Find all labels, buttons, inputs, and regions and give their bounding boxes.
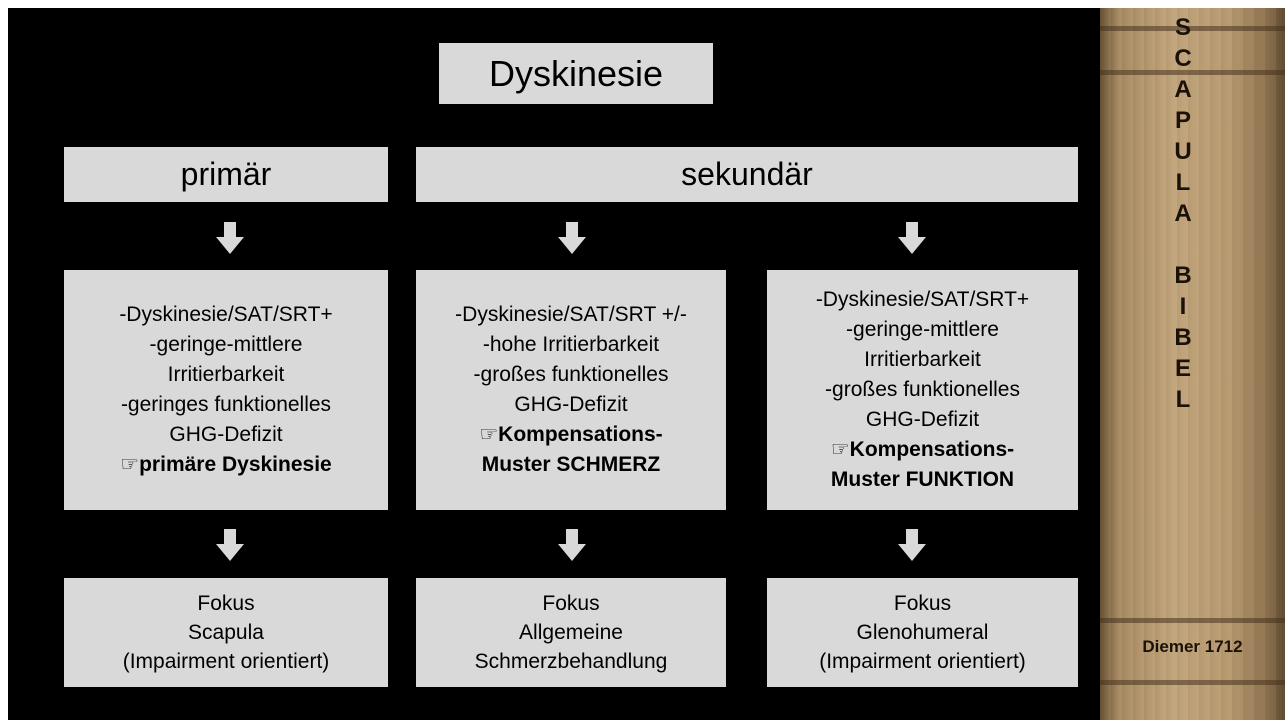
spine-letter: L (1175, 386, 1191, 413)
criteria-line: -Dyskinesie/SAT/SRT+ (119, 303, 333, 326)
criteria-line: GHG-Defizit (514, 393, 628, 416)
down-arrow-icon (216, 222, 244, 254)
spine-letter: A (1174, 76, 1192, 103)
criteria-line: GHG-Defizit (169, 423, 283, 446)
spine-band (1100, 70, 1285, 75)
spine-letter: E (1174, 355, 1191, 382)
spine-letter: P (1174, 107, 1191, 134)
spine-letter: B (1174, 262, 1192, 289)
focus-line: Scapula (188, 621, 264, 644)
spine-letter: B (1174, 324, 1192, 351)
book-spine-image: S C A P U L A B I B E L Diemer 1712 (1100, 8, 1285, 720)
primary-criteria-box: -Dyskinesie/SAT/SRT+ -geringe-mittlere I… (64, 270, 388, 510)
criteria-line: -Dyskinesie/SAT/SRT+ (815, 288, 1030, 311)
pain-compensation-criteria-box: -Dyskinesie/SAT/SRT +/- -hohe Irritierba… (416, 270, 726, 510)
primary-branch-box: primär (64, 147, 388, 202)
primary-branch-label: primär (180, 156, 272, 192)
criteria-line: -Dyskinesie/SAT/SRT +/- (455, 303, 687, 326)
spine-letter: I (1179, 293, 1187, 320)
spine-letter: S (1174, 14, 1191, 41)
criteria-line: GHG-Defizit (865, 408, 980, 431)
criteria-conclusion: ☞Kompensations-Muster FUNKTION (830, 438, 1015, 491)
down-arrow-icon (558, 529, 586, 561)
spine-letter: U (1174, 138, 1192, 165)
focus-line: Glenohumeral (856, 621, 989, 644)
criteria-line: Irritierbarkeit (864, 348, 981, 371)
focus-line: Allgemeine (519, 621, 623, 644)
down-arrow-icon (558, 222, 586, 254)
spine-band (1100, 26, 1285, 31)
spine-title: S C A P U L A B I B E L (1148, 12, 1218, 415)
criteria-line: -hohe Irritierbarkeit (482, 333, 660, 356)
title-box: Dyskinesie (439, 43, 713, 104)
primary-focus-box: Fokus Scapula (Impairment orientiert) (64, 578, 388, 687)
spine-band (1100, 680, 1285, 685)
criteria-line: -geringe-mittlere (846, 318, 999, 341)
pain-focus-box: Fokus Allgemeine Schmerzbehandlung (416, 578, 726, 687)
spine-letter: A (1174, 200, 1192, 227)
spine-letter: L (1175, 169, 1191, 196)
focus-line: Schmerzbehandlung (474, 650, 668, 673)
secondary-branch-box: sekundär (416, 147, 1078, 202)
criteria-line: -großes funktionelles (825, 378, 1020, 401)
focus-line: Fokus (542, 592, 600, 615)
criteria-line: -großes funktionelles (473, 363, 669, 386)
down-arrow-icon (898, 529, 926, 561)
focus-line: (Impairment orientiert) (122, 650, 330, 673)
spine-letter: C (1174, 45, 1192, 72)
spine-credit: Diemer 1712 (1142, 637, 1243, 656)
secondary-branch-label: sekundär (681, 156, 813, 192)
down-arrow-icon (898, 222, 926, 254)
title-text: Dyskinesie (488, 52, 664, 94)
function-focus-box: Fokus Glenohumeral (Impairment orientier… (767, 578, 1078, 687)
spine-band (1100, 618, 1285, 623)
criteria-line: -geringes funktionelles (120, 393, 332, 416)
criteria-line: -geringe-mittlere (149, 333, 303, 356)
criteria-line: Irritierbarkeit (167, 363, 285, 386)
function-compensation-criteria-box: -Dyskinesie/SAT/SRT+ -geringe-mittlere I… (767, 270, 1078, 510)
focus-line: (Impairment orientiert) (819, 650, 1026, 673)
focus-line: Fokus (893, 592, 952, 615)
focus-line: Fokus (197, 592, 255, 615)
criteria-conclusion: ☞Kompensations-Muster SCHMERZ (479, 423, 663, 476)
down-arrow-icon (216, 529, 244, 561)
criteria-conclusion: ☞primäre Dyskinesie (120, 453, 332, 476)
